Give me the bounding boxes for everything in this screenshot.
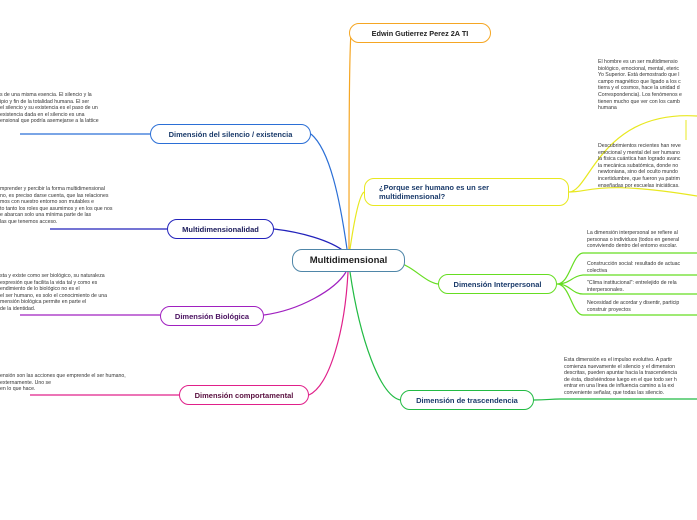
branch-trascendencia-text	[533, 398, 697, 401]
comportamental-text: ensión son las acciones que emprende el …	[0, 373, 126, 393]
branch-silencio[interactable]: Dimensión del silencio / existencia	[150, 124, 311, 144]
author-node[interactable]: Edwin Gutierrez Perez 2A TI	[349, 23, 491, 43]
branch-trascendencia[interactable]: Dimensión de trascendencia	[400, 390, 534, 410]
branch-biologica[interactable]: Dimensión Biológica	[160, 306, 264, 326]
connector-author	[348, 32, 352, 250]
porque-text-2: Descubrimientos recientes han reve emoci…	[598, 143, 681, 189]
branch-comportamental[interactable]: Dimensión comportamental	[179, 385, 309, 405]
interpersonal-text-1: La dimensión interpersonal se refiere al…	[587, 230, 679, 250]
connector-biologica	[263, 271, 347, 316]
connector-silencio	[310, 133, 348, 250]
branch-interpersonal-text	[556, 252, 697, 316]
connector-trascendencia	[349, 271, 401, 401]
connector-comportamental	[308, 271, 349, 396]
root-node[interactable]: Multidimensional	[292, 249, 405, 272]
branch-multidimensionalidad[interactable]: Multidimensionalidad	[167, 219, 274, 239]
biologica-text: sta y existe como ser biológico, su natu…	[0, 273, 107, 312]
porque-text-1: El hombre es un ser multidimensio biológ…	[598, 59, 682, 112]
interpersonal-text-3: "Clima institucional": entrelejido de re…	[587, 280, 677, 293]
silencio-text: s de una misma esencia. El silencio y la…	[0, 92, 99, 125]
interpersonal-text-2: Construcción social: resultado de actuac…	[587, 261, 681, 274]
multidimensionalidad-text: mprender y percibir la forma multidimens…	[0, 186, 113, 225]
trascendencia-text: Esta dimensión es el impulso evolutivo. …	[564, 357, 678, 396]
branch-porque[interactable]: ¿Porque ser humano es un ser multidimens…	[364, 178, 569, 206]
branch-porque-text	[568, 115, 697, 197]
interpersonal-text-4: Necesidad de acordar y disentir, partici…	[587, 300, 680, 313]
branch-interpersonal[interactable]: Dimensión Interpersonal	[438, 274, 557, 294]
connector-porque	[349, 191, 365, 250]
connector-multidimensionalidad	[273, 228, 346, 253]
